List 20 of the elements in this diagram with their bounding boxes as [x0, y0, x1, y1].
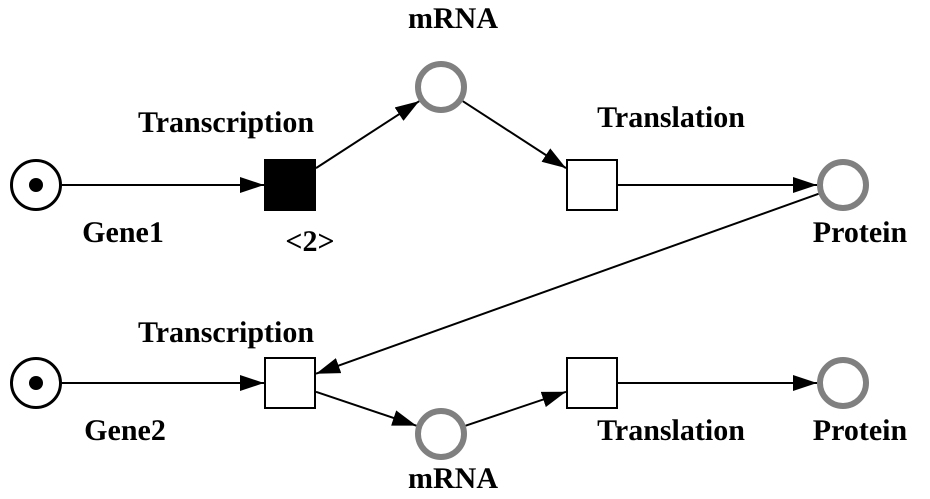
node-label: Translation: [597, 414, 745, 448]
arrow: [618, 375, 817, 391]
node-label: Protein: [812, 414, 908, 448]
arrow: [62, 375, 264, 391]
node-label: Transcription: [138, 316, 314, 350]
arrow: [465, 390, 566, 427]
arrow: [462, 100, 567, 169]
arrow: [316, 390, 417, 427]
node-label: Gene1: [82, 216, 164, 250]
node-label: mRNA: [408, 462, 498, 496]
arrow: [618, 177, 817, 193]
multiplicity-label: <2>: [285, 225, 335, 259]
arrow: [62, 177, 264, 193]
node-label: Translation: [597, 101, 745, 135]
arrow: [315, 100, 420, 169]
node-label: Transcription: [138, 106, 314, 140]
node-label: mRNA: [408, 2, 498, 36]
arrow: [316, 192, 819, 375]
node-label: Protein: [812, 216, 908, 250]
node-label: Gene2: [84, 414, 166, 448]
